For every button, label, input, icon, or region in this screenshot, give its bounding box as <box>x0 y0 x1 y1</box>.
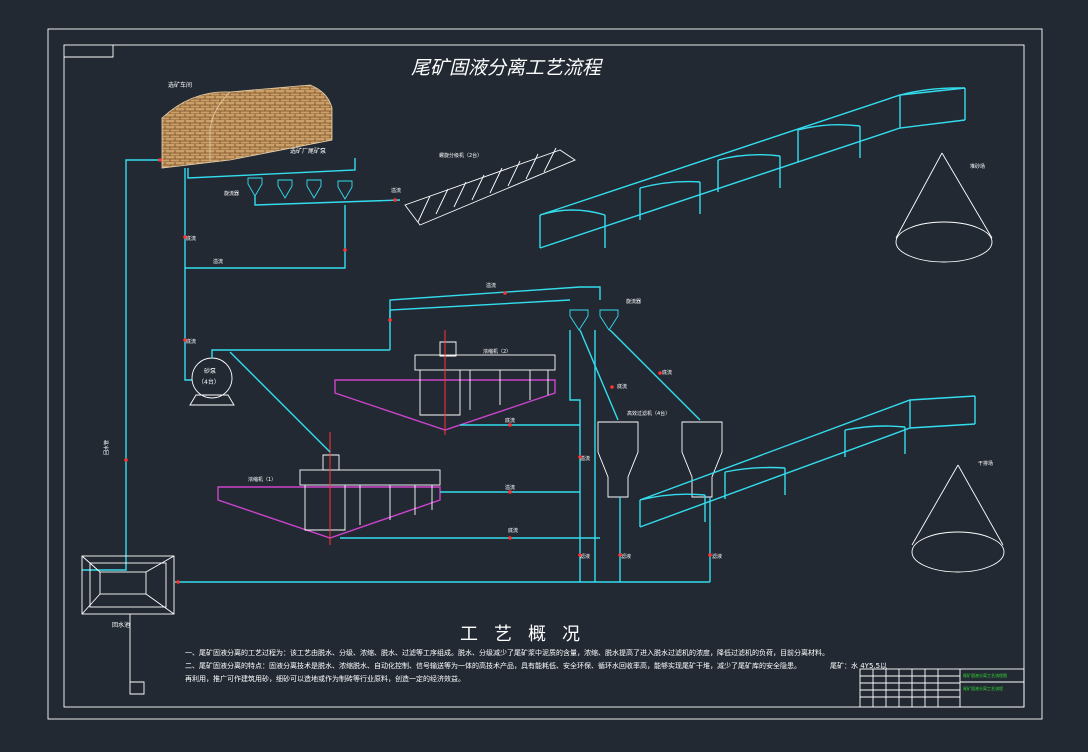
cyclone-group-1 <box>247 177 401 206</box>
note-line-3: 再利用，推广可作建筑用砂，细砂可以造地或作为制砖等行业原料，创造一定的经济效益。 <box>185 674 465 683</box>
underflow-pipe-left <box>184 168 192 381</box>
note-line-2: 二、尾矿固液分离的特点：固液分离技术是脱水、浓缩脱水、自动化控制、信号输送等为一… <box>185 661 801 670</box>
label-cyclone2: 旋流器 <box>626 298 641 305</box>
title-block-line2: 尾矿固液分离工艺流程 <box>963 685 1003 691</box>
inner-frame <box>63 44 1025 708</box>
thickener-2 <box>334 299 571 435</box>
label-t-underflow-2: 底流 <box>505 417 515 424</box>
label-spiral: 螺旋分级机（2台） <box>439 152 482 159</box>
pump-header-pipe <box>187 158 356 179</box>
label-filter: 高效过滤机（4台） <box>627 410 670 417</box>
label-underflow-a: 底流 <box>186 235 196 242</box>
label-stack2: 干排场 <box>978 460 993 467</box>
label-cyclone: 旋流器 <box>224 190 239 197</box>
drawing-title: 尾矿固液分离工艺流程 <box>411 57 604 79</box>
label-filtrate-2: 滤液 <box>621 553 631 560</box>
label-overflow-b: 溢流 <box>213 258 223 265</box>
high-efficiency-filters <box>597 421 723 498</box>
label-underflow-c: 底流 <box>617 383 627 390</box>
label-overflow-a: 溢流 <box>391 187 401 194</box>
slurry-pump <box>189 349 390 406</box>
stockpile-cone-1 <box>895 152 993 263</box>
overview-heading: 工艺概况 <box>460 624 596 645</box>
cyclone-group-2 <box>569 309 619 331</box>
title-block-line1: 尾矿固液分离工艺流程图 <box>963 672 1007 678</box>
label-pump: 砂泵 <box>204 367 216 375</box>
overflow-pipe-to-cyclones <box>389 286 601 318</box>
belt-conveyor-upper <box>539 87 966 249</box>
label-overflow-c: 溢流 <box>486 282 496 289</box>
stockpile-cone-2 <box>911 464 1005 573</box>
scale-text: 尾矿：水 4Y5.5以 <box>830 661 887 670</box>
label-t-overflow-1: 溢流 <box>505 484 515 491</box>
spiral-classifier <box>404 147 576 226</box>
return-water-pipe <box>82 159 160 571</box>
label-filtrate-1: 滤液 <box>580 553 590 560</box>
label-thickener1: 浓缩机（1） <box>248 476 276 483</box>
label-thickener2: 浓缩机（2） <box>483 348 511 355</box>
note-line-1: 一、尾矿固液分离的工艺过程为：该工艺由脱水、分级、浓缩、脱水、过滤等工序组成。脱… <box>185 648 829 657</box>
return-water-pool <box>81 555 175 695</box>
label-underflow-b: 底流 <box>186 338 196 345</box>
label-pump-count: （4台） <box>198 378 220 386</box>
label-stack1: 堆砂场 <box>970 163 985 170</box>
label-overflow-d: 溢流 <box>580 455 590 462</box>
label-pool: 回水池 <box>112 621 130 629</box>
title-block <box>859 668 1025 708</box>
label-filtrate-3: 滤液 <box>712 553 722 560</box>
corner-mark <box>64 45 114 58</box>
label-underflow-d: 底流 <box>662 369 672 376</box>
overflow-pipe-upper <box>185 205 346 269</box>
flow-arrows <box>124 158 712 584</box>
ore-workshop-building <box>161 84 333 169</box>
cyclone-to-filter-2 <box>609 329 701 421</box>
collector-pipe-1 <box>569 330 581 582</box>
label-workshop: 选矿车间 <box>168 81 192 89</box>
outer-frame <box>47 28 1043 720</box>
label-return-water: 回水管 <box>103 440 110 455</box>
thickener-1 <box>217 351 441 545</box>
label-pump-house: 选矿厂尾矿泵 <box>290 147 326 155</box>
cyclone-to-filter-1 <box>579 329 619 421</box>
label-t-underflow-1: 底流 <box>508 527 518 534</box>
belt-conveyor-lower <box>639 395 976 528</box>
